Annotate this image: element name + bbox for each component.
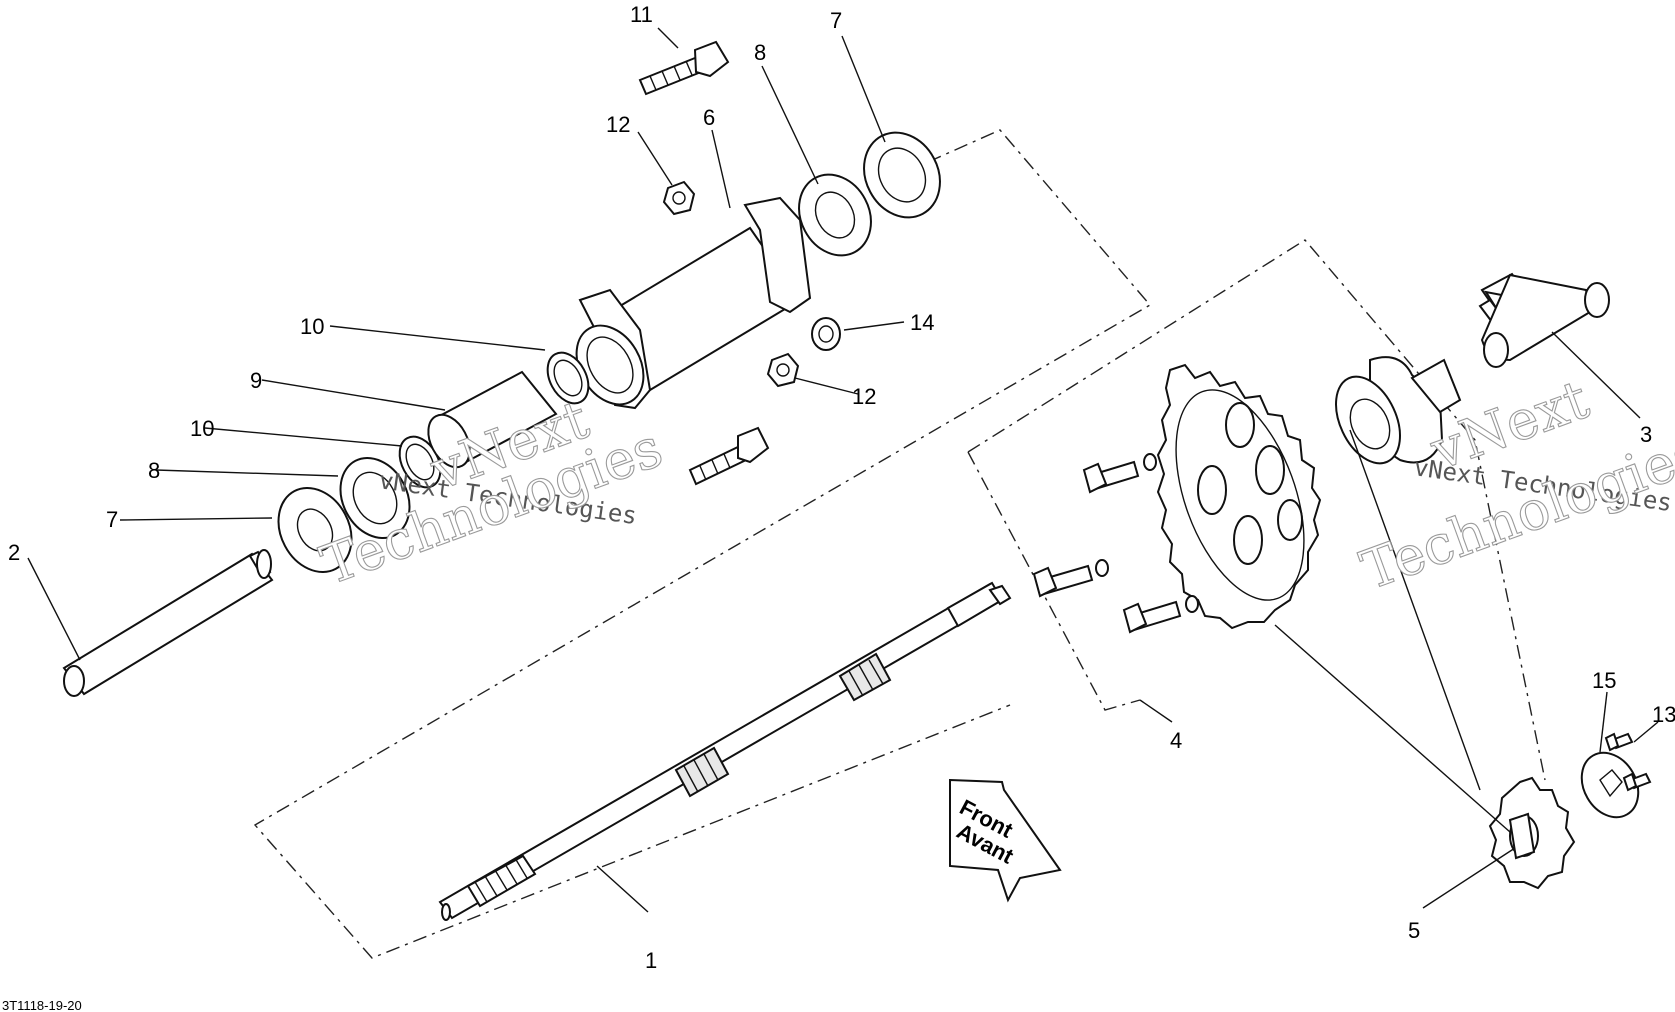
- bolt-sprocket-top: [1082, 453, 1157, 494]
- callout-3: 3: [1640, 422, 1652, 447]
- callout-4: 4: [1170, 728, 1182, 753]
- hub-part-4: [1335, 356, 1462, 465]
- nut-part-12-top: [662, 180, 696, 216]
- callout-labels: 1 2 3 4 5 6 7 7 8 8 9 10 10 11 12 12 13 …: [8, 2, 1675, 973]
- callout-7-left: 7: [106, 507, 118, 532]
- callout-7-right: 7: [830, 8, 842, 33]
- callout-15: 15: [1592, 668, 1616, 693]
- callout-8-left: 8: [148, 458, 160, 483]
- ring-part-10-right: [546, 351, 590, 405]
- callout-13: 13: [1652, 702, 1675, 727]
- bearing-part-7-left: [277, 486, 353, 574]
- bolt-sprocket-middle: [1032, 559, 1109, 598]
- front-direction-arrow: Front Avant: [949, 778, 1062, 903]
- callout-10-lower: 10: [190, 416, 214, 441]
- screw-part-13-bottom: [1622, 772, 1652, 792]
- seal-part-8-left: [339, 456, 411, 540]
- assembly-boundary-main: [253, 129, 1152, 959]
- sprocket-part-5: [1488, 776, 1576, 890]
- callout-6: 6: [703, 105, 715, 130]
- shaft-part-1: [438, 581, 1012, 921]
- pin-part-3: [1478, 272, 1610, 368]
- screw-part-13-top: [1604, 732, 1634, 752]
- callout-12-lower: 12: [852, 384, 876, 409]
- nut-part-12-lower: [766, 352, 800, 388]
- callout-5: 5: [1408, 918, 1420, 943]
- sprocket-part-4: [1156, 363, 1322, 630]
- bolt-sprocket-lower: [1122, 595, 1199, 634]
- pin-part-2: [62, 549, 274, 697]
- callout-8-right: 8: [754, 40, 766, 65]
- bolt-part-11: [638, 40, 730, 96]
- callout-12-top: 12: [606, 112, 630, 137]
- plate-part-15: [1580, 751, 1640, 819]
- callout-1: 1: [645, 948, 657, 973]
- callout-10-upper: 10: [300, 314, 324, 339]
- leader-lines: [27, 27, 1659, 913]
- callout-9: 9: [250, 368, 262, 393]
- callout-14: 14: [910, 310, 934, 335]
- callout-11: 11: [630, 2, 653, 27]
- assembly-boundary-sprocket: [967, 239, 1546, 781]
- assembly-boundary-sprocket-lower: [967, 451, 1141, 711]
- washer-part-14: [811, 317, 841, 351]
- drawing-code: 3T1118-19-20: [2, 998, 82, 1012]
- housing-part-6: [575, 196, 812, 410]
- bolt-lower-housing: [688, 426, 770, 486]
- sleeve-part-9: [427, 370, 558, 469]
- callout-2: 2: [8, 540, 20, 565]
- bearing-part-7-right: [863, 131, 941, 219]
